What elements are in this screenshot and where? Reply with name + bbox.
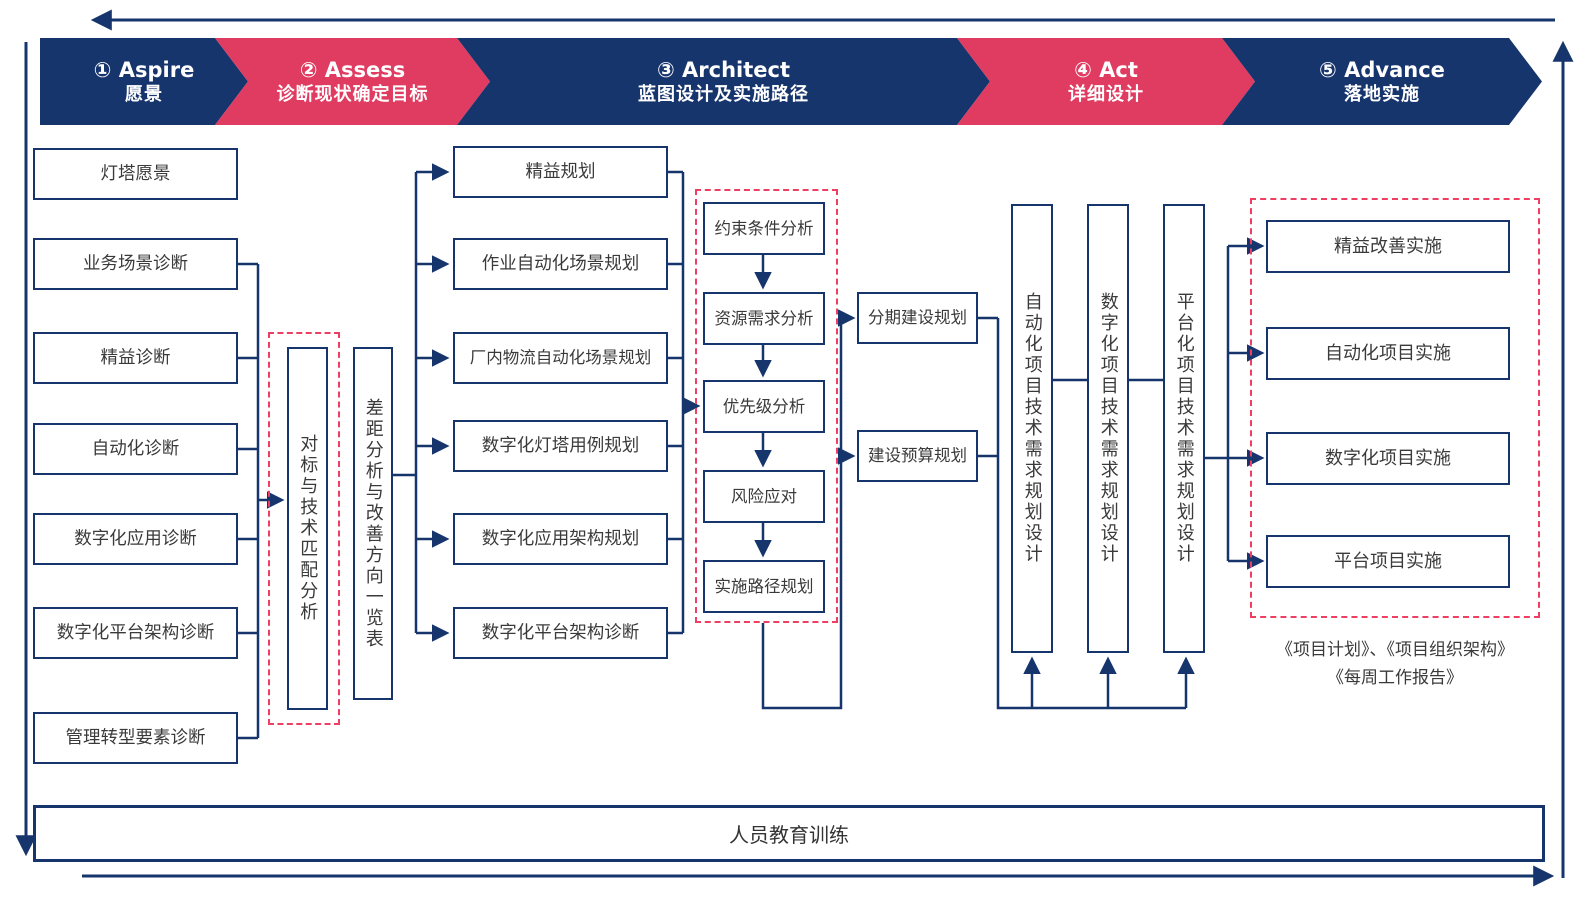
phase-label-zh: 蓝图设计及实施路径 [638, 83, 809, 105]
node-automation-diagnosis: 自动化诊断 [33, 423, 238, 475]
node-resource-demand-analysis: 资源需求分析 [703, 292, 825, 345]
dashed-highlight-implementation [1250, 198, 1540, 618]
node-digital-project-tech-requirement-design: 数字化项目技术需求规划设计 [1087, 204, 1129, 653]
phase-label-en: ② Assess [299, 57, 406, 82]
node-automation-project-implementation: 自动化项目实施 [1266, 327, 1510, 380]
node-platform-project-tech-requirement-design: 平台化项目技术需求规划设计 [1163, 204, 1205, 653]
dashed-highlight-benchmark [268, 332, 340, 725]
phase-chevron-advance: ⑤ Advance 落地实施 [1222, 38, 1542, 125]
node-business-scenario-diagnosis: 业务场景诊断 [33, 238, 238, 290]
node-digital-application-diagnosis: 数字化应用诊断 [33, 513, 238, 565]
node-construction-budget-planning: 建设预算规划 [857, 430, 978, 482]
phase-label-zh: 诊断现状确定目标 [276, 83, 429, 105]
node-platform-project-implementation: 平台项目实施 [1266, 535, 1510, 588]
node-benchmark-tech-match-analysis: 对标与技术匹配分析 [287, 347, 328, 710]
node-digital-platform-architecture-diagnosis-2: 数字化平台架构诊断 [453, 607, 668, 659]
phase-label-en: ⑤ Advance [1319, 57, 1445, 82]
node-constraint-analysis: 约束条件分析 [703, 202, 825, 255]
deliverables-caption: 《项目计划》、《项目组织架构》 《每周工作报告》 [1250, 636, 1540, 692]
node-digital-project-implementation: 数字化项目实施 [1266, 432, 1510, 485]
node-digital-application-architecture-planning: 数字化应用架构规划 [453, 513, 668, 565]
phase-label-en: ① Aspire [93, 57, 195, 82]
node-management-transformation-diagnosis: 管理转型要素诊断 [33, 712, 238, 764]
node-lighthouse-vision: 灯塔愿景 [33, 148, 238, 200]
node-operation-automation-scenario-planning: 作业自动化场景规划 [453, 238, 668, 290]
node-automation-project-tech-requirement-design: 自动化项目技术需求规划设计 [1011, 204, 1053, 653]
phase-chevron-architect: ③ Architect 蓝图设计及实施路径 [457, 38, 990, 125]
phase-label-zh: 落地实施 [1344, 83, 1420, 105]
node-priority-analysis: 优先级分析 [703, 380, 825, 433]
node-lean-planning: 精益规划 [453, 146, 668, 198]
phase-chevron-aspire: ① Aspire 愿景 [40, 38, 248, 125]
node-intralogistics-automation-scenario-planning: 厂内物流自动化场景规划 [453, 332, 668, 384]
node-digital-platform-architecture-diagnosis: 数字化平台架构诊断 [33, 607, 238, 659]
phase-label-en: ④ Act [1074, 57, 1138, 82]
personnel-training-band: 人员教育训练 [33, 805, 1545, 862]
node-risk-response: 风险应对 [703, 470, 825, 523]
deliverables-line2: 《每周工作报告》 [1327, 668, 1463, 688]
node-gap-analysis-improvement-list: 差距分析与改善方向一览表 [353, 347, 393, 700]
node-lean-improvement-implementation: 精益改善实施 [1266, 220, 1510, 273]
phase-label-zh: 详细设计 [1068, 83, 1144, 105]
node-implementation-path-planning: 实施路径规划 [703, 560, 825, 613]
node-phased-construction-planning: 分期建设规划 [857, 292, 978, 344]
node-lean-diagnosis: 精益诊断 [33, 332, 238, 384]
phase-chevron-assess: ② Assess 诊断现状确定目标 [215, 38, 490, 125]
node-digital-lighthouse-usecase-planning: 数字化灯塔用例规划 [453, 420, 668, 472]
phase-chevron-act: ④ Act 详细设计 [957, 38, 1255, 125]
deliverables-line1: 《项目计划》、《项目组织架构》 [1276, 640, 1514, 660]
phase-label-zh: 愿景 [125, 83, 163, 105]
phase-label-en: ③ Architect [656, 57, 791, 82]
